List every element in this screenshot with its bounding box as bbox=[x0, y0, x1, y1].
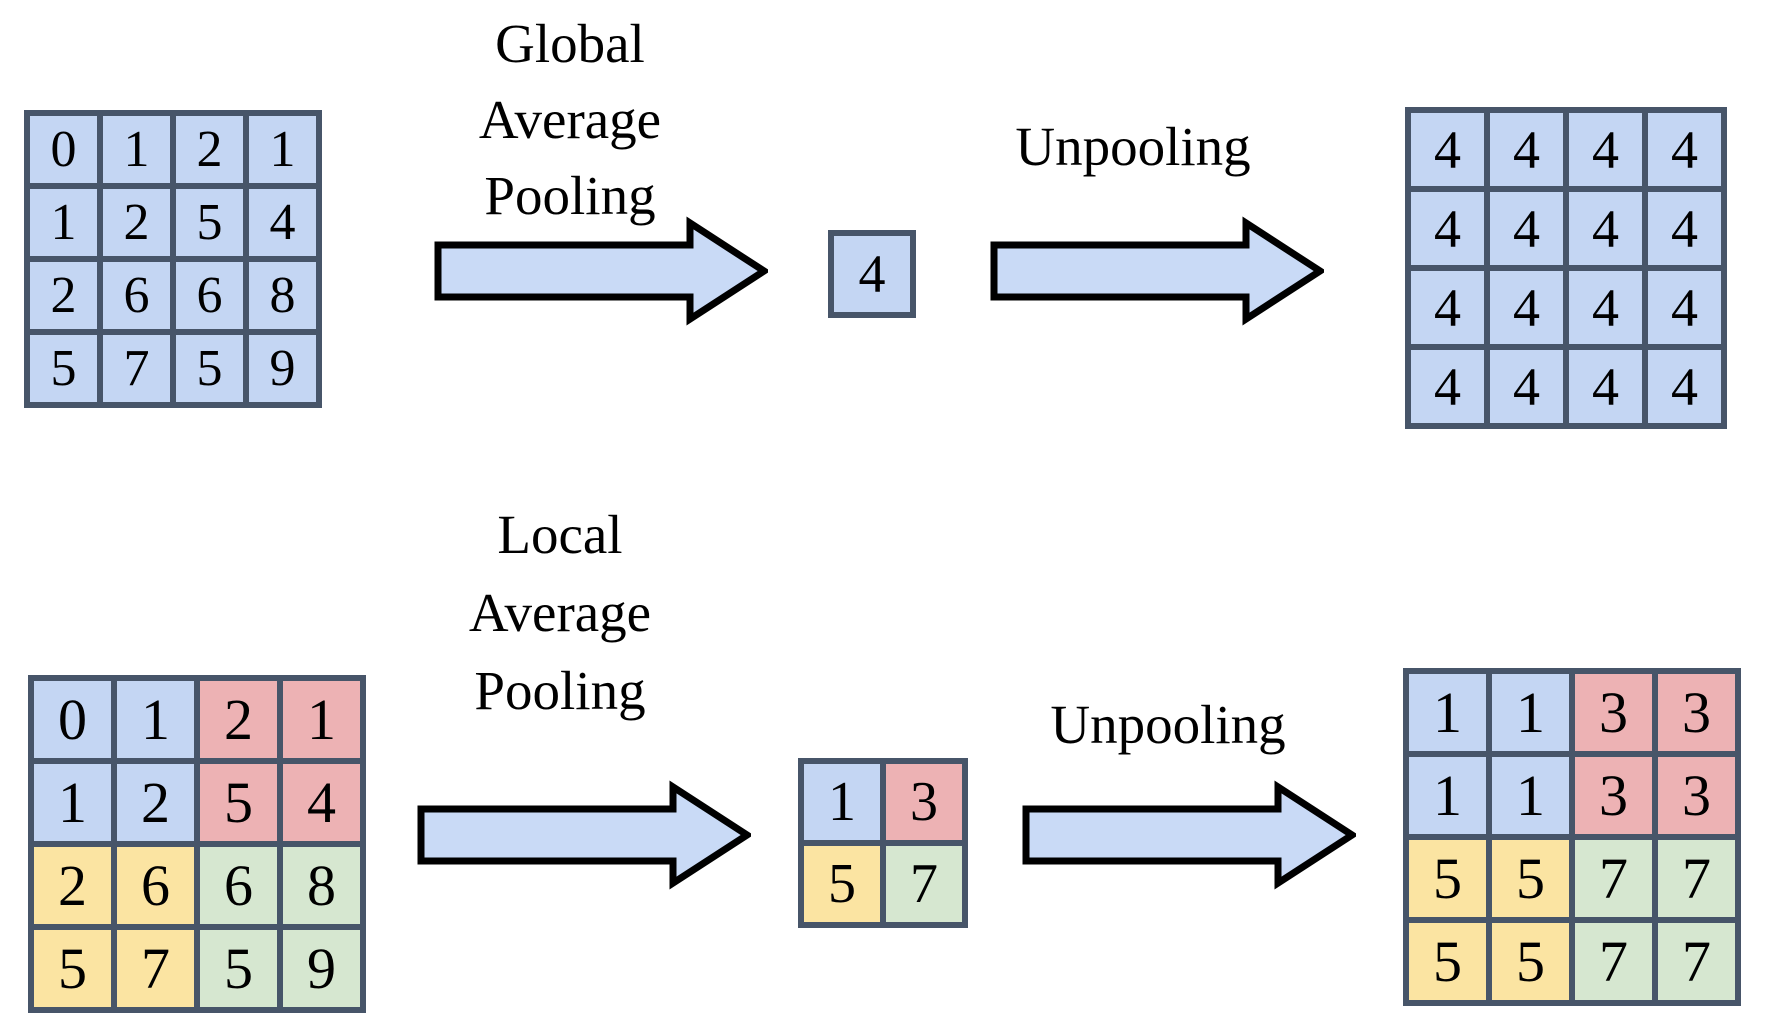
label-line: Average bbox=[468, 582, 652, 643]
grid-cell: 4 bbox=[834, 236, 910, 312]
unpooling-label-top: Unpooling bbox=[983, 112, 1283, 182]
grid-cell: 5 bbox=[200, 930, 277, 1007]
grid-cell: 4 bbox=[1569, 192, 1642, 265]
grid-cell: 4 bbox=[1411, 192, 1484, 265]
grid-cell: 7 bbox=[103, 335, 170, 402]
grid-cell: 4 bbox=[1569, 271, 1642, 344]
grid-cell: 4 bbox=[1411, 113, 1484, 186]
grid-cell: 1 bbox=[1409, 757, 1486, 834]
right-arrow-icon bbox=[1022, 780, 1356, 890]
grid-cell: 3 bbox=[1658, 757, 1735, 834]
grid-cell: 0 bbox=[30, 116, 97, 183]
label-line: Local bbox=[497, 504, 623, 565]
label-line: Global bbox=[495, 13, 645, 74]
grid-cell: 5 bbox=[176, 335, 243, 402]
grid-cell: 1 bbox=[1492, 757, 1569, 834]
grid-cell: 1 bbox=[34, 764, 111, 841]
label-line: Unpooling bbox=[1050, 694, 1286, 755]
grid-cell: 2 bbox=[30, 262, 97, 329]
unpooling-arrow-bottom bbox=[1022, 780, 1356, 890]
grid-cell: 5 bbox=[34, 930, 111, 1007]
label-line: Unpooling bbox=[1015, 116, 1251, 177]
grid-cell: 4 bbox=[1569, 350, 1642, 423]
grid-cell: 4 bbox=[1411, 271, 1484, 344]
grid-cell: 4 bbox=[1648, 192, 1721, 265]
grid-cell: 1 bbox=[283, 681, 360, 758]
grid-cell: 8 bbox=[283, 847, 360, 924]
grid-cell: 5 bbox=[1409, 840, 1486, 917]
grid-cell: 7 bbox=[1658, 923, 1735, 1000]
grid-cell: 4 bbox=[1490, 350, 1563, 423]
label-line: Average bbox=[478, 89, 662, 150]
grid-cell: 4 bbox=[1490, 271, 1563, 344]
unpooling-arrow-top bbox=[990, 216, 1324, 326]
grid-cell: 2 bbox=[34, 847, 111, 924]
local-average-pooling-label: Local Average Pooling bbox=[410, 496, 710, 730]
grid-cell: 7 bbox=[886, 846, 962, 922]
unpooling-label-bottom: Unpooling bbox=[1018, 690, 1318, 760]
grid-cell: 5 bbox=[176, 189, 243, 256]
grid-cell: 4 bbox=[1569, 113, 1642, 186]
grid-cell: 4 bbox=[1490, 113, 1563, 186]
grid-cell: 1 bbox=[1409, 674, 1486, 751]
grid-cell: 3 bbox=[886, 764, 962, 840]
grid-cell: 3 bbox=[1575, 757, 1652, 834]
grid-cell: 1 bbox=[249, 116, 316, 183]
local-pooling-arrow bbox=[417, 780, 751, 890]
grid-cell: 4 bbox=[1648, 350, 1721, 423]
grid-cell: 4 bbox=[1648, 271, 1721, 344]
grid-cell: 4 bbox=[1648, 113, 1721, 186]
grid-cell: 6 bbox=[117, 847, 194, 924]
grid-cell: 5 bbox=[804, 846, 880, 922]
grid-cell: 2 bbox=[200, 681, 277, 758]
grid-cell: 6 bbox=[200, 847, 277, 924]
grid-cell: 4 bbox=[283, 764, 360, 841]
grid-cell: 0 bbox=[34, 681, 111, 758]
grid-cell: 8 bbox=[249, 262, 316, 329]
grid-cell: 6 bbox=[103, 262, 170, 329]
grid-cell: 9 bbox=[283, 930, 360, 1007]
grid-cell: 4 bbox=[1411, 350, 1484, 423]
right-arrow-icon bbox=[434, 216, 768, 326]
grid-cell: 5 bbox=[1409, 923, 1486, 1000]
grid-cell: 5 bbox=[1492, 923, 1569, 1000]
grid-cell: 7 bbox=[1575, 840, 1652, 917]
grid-cell: 1 bbox=[1492, 674, 1569, 751]
grid-cell: 3 bbox=[1658, 674, 1735, 751]
grid-cell: 7 bbox=[117, 930, 194, 1007]
grid-cell: 2 bbox=[117, 764, 194, 841]
grid-cell: 1 bbox=[804, 764, 880, 840]
right-arrow-icon bbox=[990, 216, 1324, 326]
grid-cell: 5 bbox=[1492, 840, 1569, 917]
grid-cell: 7 bbox=[1658, 840, 1735, 917]
global-pooling-arrow bbox=[434, 216, 768, 326]
grid-cell: 9 bbox=[249, 335, 316, 402]
grid-cell: 1 bbox=[117, 681, 194, 758]
label-line: Pooling bbox=[474, 660, 646, 721]
grid-cell: 2 bbox=[176, 116, 243, 183]
right-arrow-icon bbox=[417, 780, 751, 890]
grid-cell: 1 bbox=[103, 116, 170, 183]
pooled-value-cell-global: 4 bbox=[828, 230, 916, 318]
label-line: Pooling bbox=[484, 165, 656, 226]
grid-cell: 3 bbox=[1575, 674, 1652, 751]
grid-cell: 4 bbox=[249, 189, 316, 256]
global-average-pooling-label: Global Average Pooling bbox=[420, 6, 720, 234]
grid-cell: 4 bbox=[1490, 192, 1563, 265]
grid-cell: 7 bbox=[1575, 923, 1652, 1000]
grid-cell: 5 bbox=[30, 335, 97, 402]
grid-cell: 2 bbox=[103, 189, 170, 256]
grid-cell: 5 bbox=[200, 764, 277, 841]
grid-cell: 6 bbox=[176, 262, 243, 329]
grid-cell: 1 bbox=[30, 189, 97, 256]
